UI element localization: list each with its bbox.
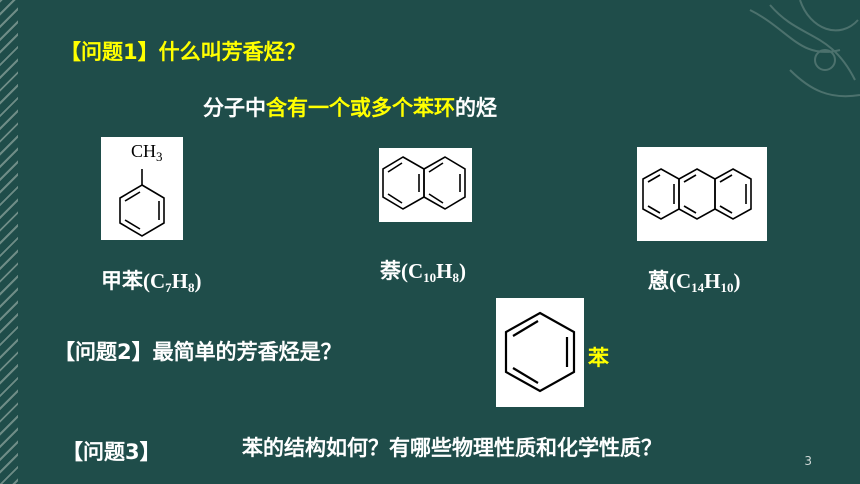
- naphthalene-label: 萘(C10H8): [380, 255, 466, 286]
- anthracene-rings-icon: [642, 168, 752, 220]
- definition-suffix: 的烃: [455, 96, 497, 120]
- naphthalene-name: 萘: [380, 259, 401, 283]
- toluene-label: 甲苯(C7H8): [101, 265, 202, 296]
- question-2-text: 最简单的芳香烃是？: [152, 340, 342, 364]
- formula-h: H: [436, 259, 453, 283]
- question-3-text: 苯的结构如何？有哪些物理性质和化学性质？: [242, 436, 662, 460]
- question-2-label: 【问题2】: [54, 340, 153, 364]
- page-number: 3: [804, 454, 812, 468]
- formula-close: ): [733, 269, 741, 293]
- toluene-ring-icon: [119, 169, 165, 237]
- anthracene-formula: (C14H10): [669, 269, 741, 295]
- definition-prefix: 分子中: [203, 96, 266, 120]
- anthracene-label: 蒽(C14H10): [648, 265, 741, 296]
- formula-open: (C: [669, 269, 692, 293]
- ch-subscript: 3: [156, 149, 163, 164]
- aromatic-definition: 分子中含有一个或多个苯环的烃: [203, 92, 497, 122]
- formula-h: H: [704, 269, 721, 293]
- toluene-substituent: CH3: [131, 141, 163, 165]
- formula-open: (C: [143, 269, 166, 293]
- naphthalene-structure: [379, 148, 472, 222]
- ch-text: CH: [131, 141, 157, 161]
- naphthalene-formula: (C10H8): [401, 259, 467, 285]
- formula-open: (C: [401, 259, 424, 283]
- formula-sub-c: 14: [691, 280, 705, 295]
- toluene-formula: (C7H8): [143, 269, 202, 295]
- question-1-text: 什么叫芳香烃？: [158, 40, 306, 64]
- anthracene-structure: [637, 147, 767, 241]
- question-2: 【问题2】最简单的芳香烃是？: [54, 336, 342, 366]
- question-1-label: 【问题1】: [60, 40, 159, 64]
- formula-sub-h: 8: [452, 270, 460, 285]
- question-1: 【问题1】什么叫芳香烃？: [60, 36, 306, 66]
- toluene-name: 甲苯: [101, 269, 143, 293]
- definition-highlight: 含有一个或多个苯环: [266, 96, 455, 120]
- benzene-answer: 苯: [588, 346, 609, 370]
- formula-close: ): [194, 269, 202, 293]
- formula-sub-h: 10: [720, 280, 734, 295]
- naphthalene-rings-icon: [382, 156, 466, 210]
- formula-h: H: [171, 269, 189, 293]
- question-3-label: 【问题3】: [62, 440, 161, 464]
- dragon-ornament-icon: [749, 0, 860, 98]
- benzene-structure: [496, 298, 584, 407]
- anthracene-name: 蒽: [648, 269, 669, 293]
- formula-sub-c: 10: [423, 270, 437, 285]
- formula-close: ): [459, 259, 467, 283]
- toluene-structure: CH3: [101, 137, 183, 240]
- formula-sub-c: 7: [165, 280, 172, 295]
- formula-sub-h: 8: [188, 280, 195, 295]
- benzene-ring-icon: [504, 311, 576, 393]
- decorative-stripes: [0, 0, 18, 484]
